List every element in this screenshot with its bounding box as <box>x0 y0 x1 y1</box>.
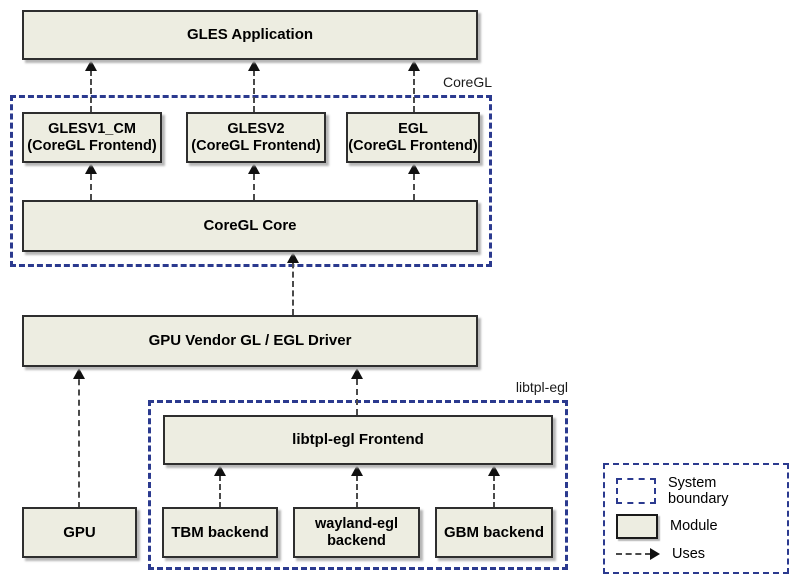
module-label-line1: wayland-egl <box>315 515 398 532</box>
module-label-line2: (CoreGL Frontend) <box>27 137 157 154</box>
module-gpu: GPU <box>22 507 137 558</box>
uses-arrow-frontend-to-driver <box>351 368 363 415</box>
arrowhead-icon <box>488 465 500 476</box>
arrowhead-icon <box>408 60 420 71</box>
arrowhead-icon <box>408 163 420 174</box>
module-wayland-egl-backend: wayland-egl backend <box>293 507 420 558</box>
uses-arrow-egl-to-app <box>408 60 420 112</box>
module-label: libtpl-egl Frontend <box>292 431 424 448</box>
arrowhead-icon <box>351 368 363 379</box>
system-boundary-swatch-icon <box>616 478 656 505</box>
legend-row-system-boundary: System boundary <box>616 475 779 507</box>
module-coregl-core: CoreGL Core <box>22 200 478 252</box>
arrowhead-icon <box>214 465 226 476</box>
uses-arrow-tbm-to-frontend <box>214 465 226 508</box>
module-label-line2: (CoreGL Frontend) <box>191 137 321 154</box>
module-egl: EGL (CoreGL Frontend) <box>346 112 480 163</box>
module-label: GLES Application <box>186 26 314 43</box>
module-label: GPU Vendor GL / EGL Driver <box>148 332 352 349</box>
uses-arrow-core-to-glesv1cm <box>85 163 97 200</box>
module-label-line1: GLESV1_CM <box>48 120 136 137</box>
arrowhead-icon <box>248 60 260 71</box>
module-gpu-vendor-driver: GPU Vendor GL / EGL Driver <box>22 315 478 367</box>
libtpl-egl-system-boundary <box>148 400 568 570</box>
module-glesv2: GLESV2 (CoreGL Frontend) <box>186 112 326 163</box>
module-label-line1: EGL <box>398 120 428 137</box>
coregl-system-boundary <box>10 95 492 267</box>
coregl-boundary-label: CoreGL <box>442 74 492 90</box>
legend-label: Module <box>670 518 718 535</box>
arrowhead-icon <box>85 60 97 71</box>
legend-row-module: Module <box>616 513 779 539</box>
uses-arrow-core-to-egl <box>408 163 420 200</box>
module-gbm-backend: GBM backend <box>435 507 553 558</box>
module-libtpl-egl-frontend: libtpl-egl Frontend <box>163 415 553 465</box>
uses-arrow-driver-to-core <box>287 252 299 315</box>
module-label-line2: backend <box>327 532 386 549</box>
arrowhead-icon <box>85 163 97 174</box>
uses-arrow-core-to-glesv2 <box>248 163 260 200</box>
arrowhead-icon <box>73 368 85 379</box>
uses-arrow-wayland-to-frontend <box>351 465 363 508</box>
module-glesv1-cm: GLESV1_CM (CoreGL Frontend) <box>22 112 162 163</box>
module-label: TBM backend <box>171 523 269 541</box>
module-label: GBM backend <box>443 523 545 541</box>
uses-arrow-swatch-icon <box>616 547 660 560</box>
uses-arrow-gpu-to-driver <box>73 368 85 508</box>
libtpl-egl-boundary-label: libtpl-egl <box>515 379 568 395</box>
arrowhead-icon <box>287 252 299 263</box>
module-gles-application: GLES Application <box>22 10 478 60</box>
module-label: GPU <box>63 523 96 541</box>
legend: System boundary Module Uses <box>603 463 789 574</box>
module-swatch-icon <box>616 513 658 539</box>
module-label-line1: GLESV2 <box>227 120 285 137</box>
uses-arrow-gbm-to-frontend <box>488 465 500 508</box>
module-tbm-backend: TBM backend <box>162 507 278 558</box>
arrowhead-icon <box>351 465 363 476</box>
module-label: CoreGL Core <box>203 217 297 234</box>
uses-arrow-glesv1cm-to-app <box>85 60 97 112</box>
legend-row-uses: Uses <box>616 546 779 562</box>
legend-label: System boundary <box>668 475 729 508</box>
uses-arrow-glesv2-to-app <box>248 60 260 112</box>
legend-label: Uses <box>672 545 706 562</box>
module-label-line2: (CoreGL Frontend) <box>348 137 478 154</box>
arrowhead-icon <box>248 163 260 174</box>
